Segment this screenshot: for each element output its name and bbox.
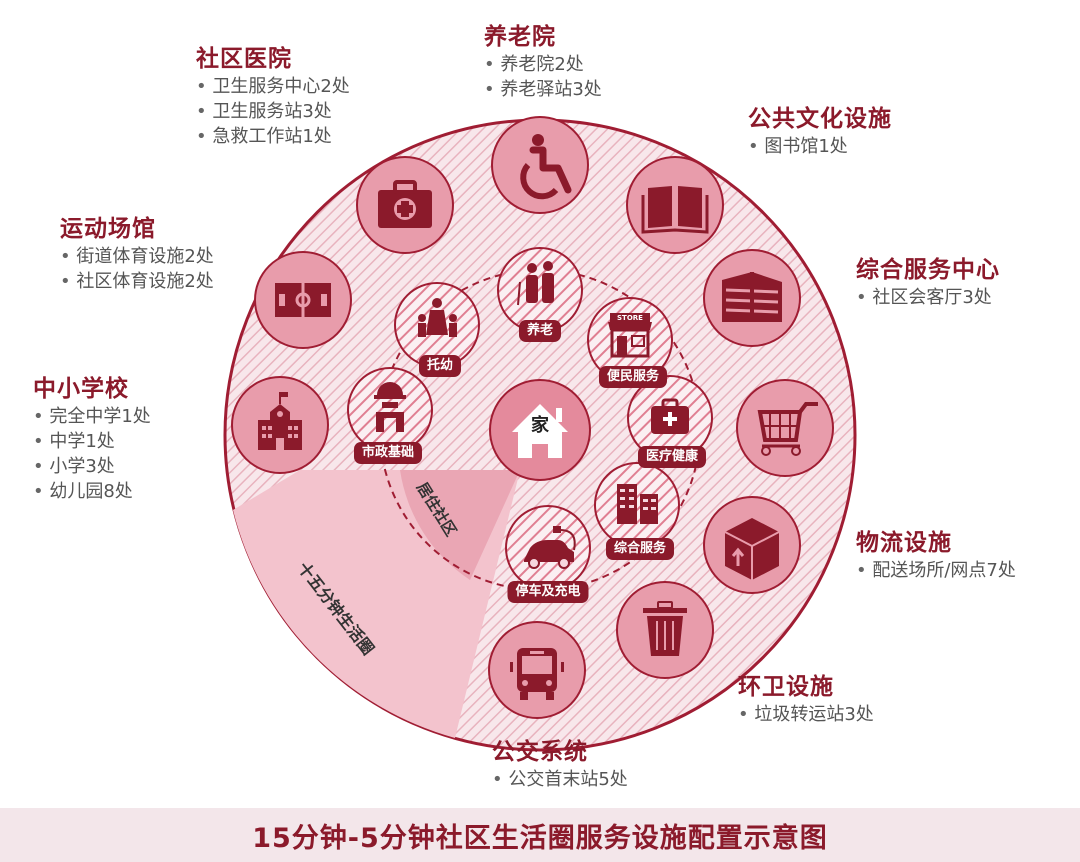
category-title: 综合服务中心	[856, 257, 1000, 283]
category-elderly: 养老院 养老院2处 养老驿站3处	[484, 22, 602, 102]
category-hospital: 社区医院 卫生服务中心2处 卫生服务站3处 急救工作站1处	[196, 44, 350, 149]
category-item: 养老驿站3处	[484, 77, 601, 102]
category-item: 社区会客厅3处	[856, 285, 1000, 310]
inner-label-municipal: 市政基础	[353, 442, 423, 464]
category-sports: 运动场馆 街道体育设施2处 社区体育设施2处	[60, 214, 214, 294]
category-item: 社区体育设施2处	[60, 269, 213, 294]
category-title: 公共文化设施	[748, 106, 892, 132]
category-item: 幼儿园8处	[33, 479, 151, 504]
inner-label-medical: 医疗健康	[637, 446, 707, 468]
caption-bar: 15分钟-5分钟社区生活圈服务设施配置示意图	[0, 808, 1080, 862]
inner-label-childcare: 托幼	[418, 355, 462, 377]
category-title: 中小学校	[33, 376, 129, 402]
category-item: 配送场所/网点7处	[856, 558, 1016, 583]
category-title: 社区医院	[196, 46, 292, 72]
category-culture: 公共文化设施 图书馆1处	[748, 104, 892, 159]
category-item: 垃圾转运站3处	[738, 702, 873, 727]
category-title: 养老院	[484, 24, 556, 50]
inner-label-elderly: 养老	[518, 320, 562, 342]
category-item: 中学1处	[33, 429, 151, 454]
category-item: 小学3处	[33, 454, 151, 479]
category-sanitation: 环卫设施 垃圾转运站3处	[738, 672, 874, 727]
category-logistics: 物流设施 配送场所/网点7处	[856, 528, 1016, 583]
outer-icon-circles	[231, 116, 834, 719]
category-item: 图书馆1处	[748, 134, 892, 159]
residential-sector	[400, 470, 520, 580]
category-item: 急救工作站1处	[196, 124, 350, 149]
category-title: 运动场馆	[60, 216, 156, 242]
home-label: 家	[531, 415, 549, 436]
category-item: 卫生服务站3处	[196, 99, 350, 124]
category-school: 中小学校 完全中学1处 中学1处 小学3处 幼儿园8处	[33, 374, 151, 504]
category-transit: 公交系统 公交首末站5处	[492, 737, 628, 792]
svg-text:STORE: STORE	[617, 314, 643, 322]
category-title: 环卫设施	[738, 674, 834, 700]
category-item: 街道体育设施2处	[60, 244, 213, 269]
inner-label-parking: 停车及充电	[507, 581, 589, 603]
inner-label-convenience: 便民服务	[598, 366, 668, 388]
category-title: 物流设施	[856, 530, 952, 556]
inner-service-circles: STORE	[347, 247, 713, 591]
category-item: 完全中学1处	[33, 404, 150, 429]
category-service-center: 综合服务中心 社区会客厅3处	[856, 255, 1000, 310]
category-title: 公交系统	[492, 739, 588, 765]
category-item: 养老院2处	[484, 52, 602, 77]
diagram-caption: 15分钟-5分钟社区生活圈服务设施配置示意图	[252, 822, 828, 854]
category-item: 公交首末站5处	[492, 767, 627, 792]
inner-label-general-service: 综合服务	[605, 538, 675, 560]
category-item: 卫生服务中心2处	[196, 74, 349, 99]
